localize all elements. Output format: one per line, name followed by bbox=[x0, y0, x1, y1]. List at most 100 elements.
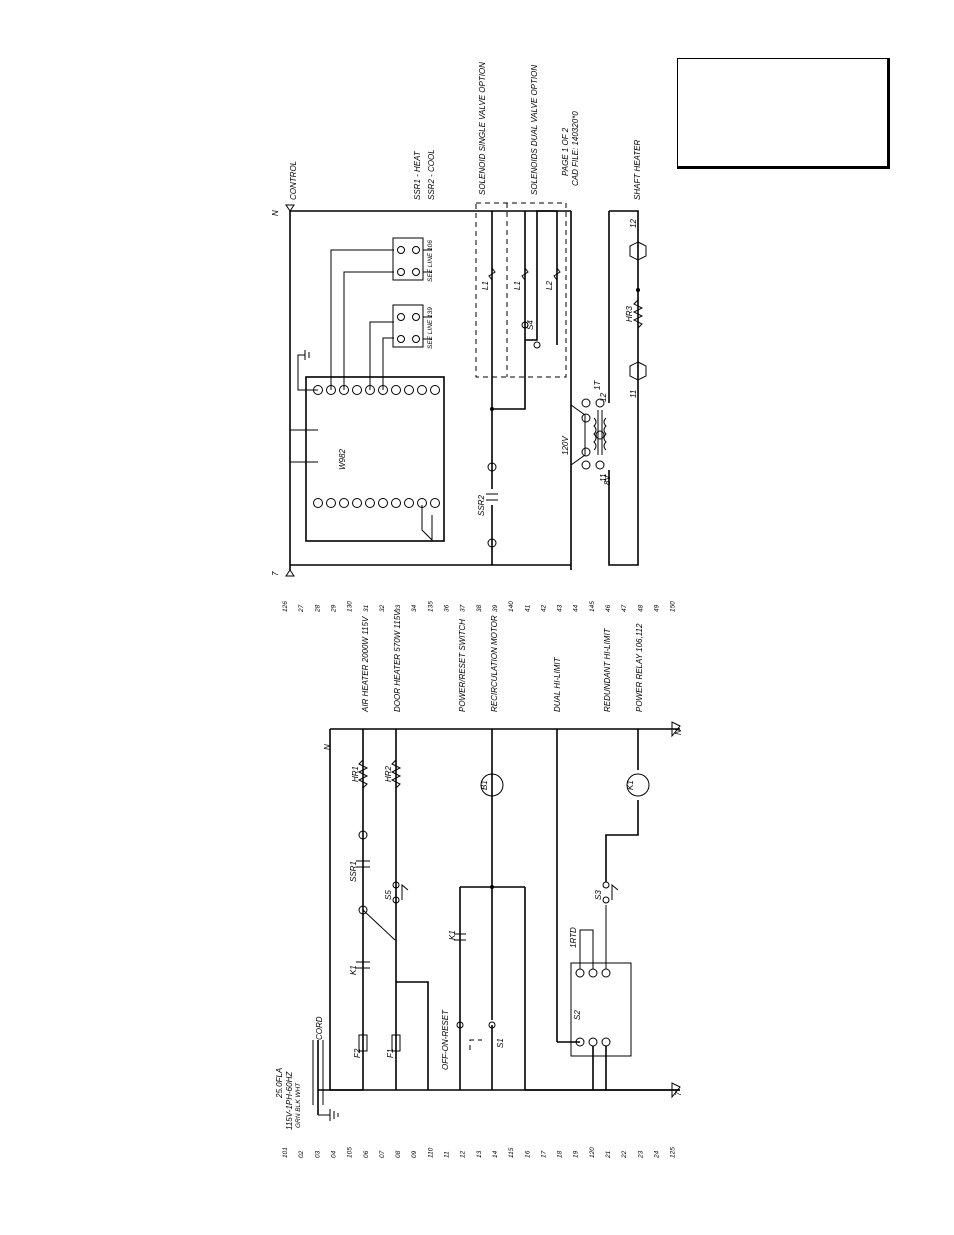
door-heater-label: DOOR HEATER 570W 115V bbox=[393, 610, 402, 712]
rung-number: 46 bbox=[605, 604, 612, 612]
power-relay-label: POWER RELAY 106,112 bbox=[635, 623, 644, 712]
controller-pin bbox=[391, 385, 401, 395]
page-label: PAGE 1 OF 2 bbox=[561, 127, 570, 176]
rung-number: 13 bbox=[476, 1150, 483, 1158]
sol-dual-label: SOLENOIDS DUAL VALVE OPTION bbox=[530, 65, 539, 195]
b1-label: B1 bbox=[480, 780, 489, 790]
twelve-label: 12 bbox=[599, 393, 608, 402]
controller-pin bbox=[365, 498, 375, 508]
see-106-label: SEE LINE 106 bbox=[427, 240, 434, 282]
rung-number: 04 bbox=[330, 1150, 337, 1158]
controller-pin bbox=[352, 385, 362, 395]
rung-number: 17 bbox=[540, 1150, 547, 1158]
rung-number: 18 bbox=[557, 1150, 564, 1158]
rung-number: 24 bbox=[653, 1150, 660, 1159]
s5-label: S5 bbox=[384, 890, 393, 900]
rung-number: 11 bbox=[444, 1151, 451, 1158]
rung-number: 150 bbox=[670, 601, 677, 612]
1t-label: 1T bbox=[593, 380, 602, 390]
rung-number: 12 bbox=[460, 1150, 467, 1158]
transformer-1t bbox=[570, 395, 607, 480]
controller-pin bbox=[417, 385, 427, 395]
right-annotations: CONTROL SSR1 - HEAT SSR2 - COOL SOLENOID… bbox=[271, 62, 642, 576]
air-heater-label: AIR HEATER 2000W 115V bbox=[361, 616, 370, 713]
rung-number: 125 bbox=[670, 1147, 677, 1158]
ssr1-heat-label: SSR1 - HEAT bbox=[413, 150, 422, 200]
rung-number: 32 bbox=[379, 604, 386, 612]
redundant-hi-limit-label: REDUNDANT HI-LIMIT bbox=[603, 627, 612, 712]
rung-number: 21 bbox=[605, 1150, 612, 1159]
rung-number: 36 bbox=[444, 604, 451, 612]
s1-label: S1 bbox=[496, 1038, 505, 1048]
off-on-reset-label: OFF-ON-RESET bbox=[441, 1009, 450, 1070]
rung-number: 03 bbox=[314, 1150, 321, 1158]
rtd-label: 1RTD bbox=[569, 927, 578, 948]
right-ladder bbox=[285, 202, 647, 577]
rung-number: 47 bbox=[621, 604, 628, 612]
control-label: CONTROL bbox=[289, 161, 298, 200]
rung-number: 135 bbox=[427, 601, 434, 612]
motor-b1-icon bbox=[480, 773, 504, 797]
terminal-11-icon bbox=[629, 361, 647, 381]
rung-number: 14 bbox=[492, 1150, 499, 1158]
controller-pin bbox=[352, 498, 362, 508]
power-spec: 115V-1PH-60HZ bbox=[285, 1071, 294, 1130]
controller-pin bbox=[313, 498, 323, 508]
recirc-motor-label: RECIRCULATION MOTOR bbox=[490, 615, 499, 712]
rung-number: 43 bbox=[557, 604, 564, 612]
cord-label: CORD bbox=[315, 1016, 324, 1040]
switch-s3-icon bbox=[611, 883, 619, 900]
relay-k1-icon bbox=[626, 773, 650, 797]
l2-label: L2 bbox=[545, 281, 554, 290]
cord-colors: GRN BLK WHT bbox=[295, 1082, 302, 1128]
controller-pin bbox=[404, 385, 414, 395]
eleven-term-label: 11 bbox=[629, 390, 638, 398]
rung-number: 29 bbox=[330, 604, 337, 613]
ssr2-cool-label: SSR2 - COOL bbox=[427, 149, 436, 200]
rung-number: 41 bbox=[524, 604, 531, 612]
rung-number: 49 bbox=[653, 604, 660, 612]
left-annotations: 25.0FLA 115V-1PH-60HZ GRN BLK WHT CORD A… bbox=[275, 610, 683, 1130]
heater-hr1 bbox=[357, 759, 369, 789]
hi-limit-s2 bbox=[570, 962, 632, 1057]
rung-number: 105 bbox=[347, 1147, 354, 1158]
controller-pin bbox=[430, 385, 440, 395]
k1-aux-label: K1 bbox=[448, 930, 457, 940]
rung-number: 42 bbox=[540, 604, 547, 612]
f1-label: F1 bbox=[386, 1049, 395, 1058]
rung-number: 101 bbox=[282, 1147, 289, 1158]
f2-label: F2 bbox=[353, 1048, 362, 1058]
rung-number: 39 bbox=[492, 604, 499, 612]
terminal-12-icon bbox=[629, 241, 647, 261]
shaft-heater-label: SHAFT HEATER bbox=[633, 139, 642, 200]
hr2-label: HR2 bbox=[384, 765, 393, 782]
rung-number: 23 bbox=[637, 1150, 644, 1159]
n-arrow-icon bbox=[671, 721, 681, 738]
sol-single-label: SOLENOID SINGLE VALVE OPTION bbox=[478, 62, 487, 195]
rung-number: 38 bbox=[476, 604, 483, 612]
s3-label: S3 bbox=[594, 890, 603, 900]
ssr2-block bbox=[392, 304, 424, 348]
controller-pin bbox=[339, 498, 349, 508]
dual-hi-limit-label: DUAL HI-LIMIT bbox=[553, 656, 562, 712]
switch-s5-icon bbox=[401, 883, 409, 900]
twelve-term-label: 12 bbox=[629, 219, 638, 228]
rung-number: 33 bbox=[395, 604, 402, 612]
ssr1-contact-label: SSR1 bbox=[349, 861, 358, 882]
n-top-label: N bbox=[271, 210, 280, 216]
v120-label: 120V bbox=[561, 436, 570, 455]
hr3-label: HR3 bbox=[625, 305, 634, 322]
controller-pin bbox=[378, 498, 388, 508]
seven-label-bus: 7 bbox=[674, 1091, 683, 1096]
controller-pin bbox=[391, 498, 401, 508]
rung-number: 06 bbox=[363, 1150, 370, 1158]
rung-number: 02 bbox=[298, 1150, 305, 1158]
rung-number: 09 bbox=[411, 1150, 418, 1158]
power-rating: 25.0FLA bbox=[275, 1068, 284, 1099]
rung-number: 22 bbox=[621, 1150, 628, 1159]
l1-dual-label: L1 bbox=[513, 281, 522, 290]
controller-pin bbox=[404, 498, 414, 508]
